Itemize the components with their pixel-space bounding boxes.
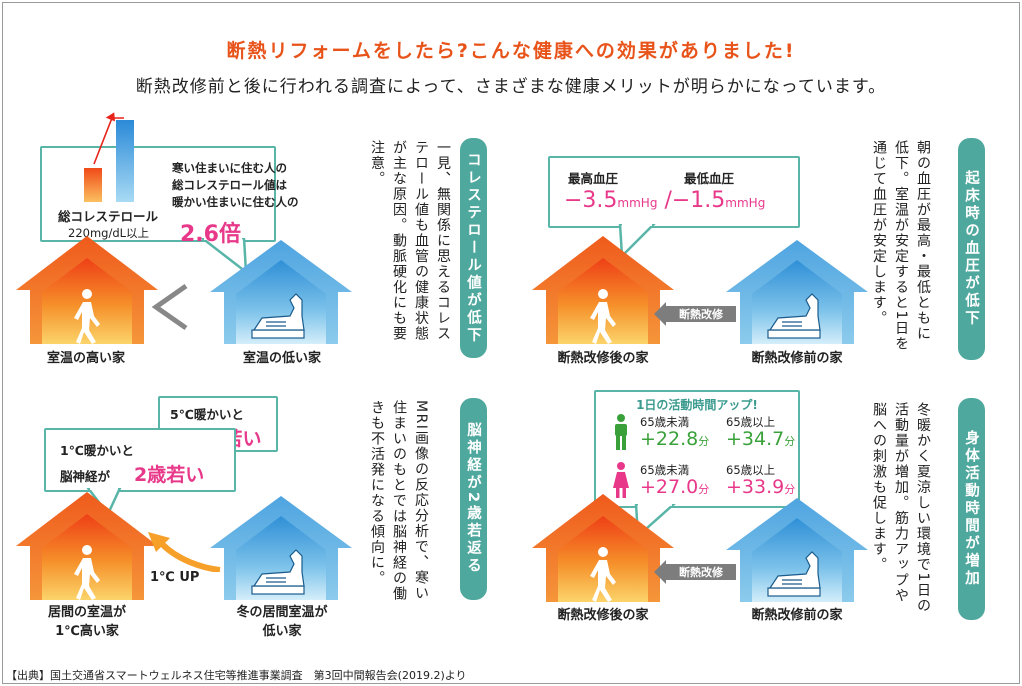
brain-bubble2-line1: 5℃暖かいと [170,407,244,422]
male-under-value-group: +22.8分 [640,428,709,450]
female-over-unit: 分 [784,483,796,496]
female-under-value: +27.0 [640,476,699,498]
sitting-person-icon [251,293,305,339]
walking-person-icon [590,289,616,344]
sitting-person-icon [251,549,305,595]
male-over-label: 65歳以上 [726,415,776,429]
activity-description: 冬暖かく夏涼しい環境で1日の活動量が増加。筋力アップや脳への刺激も促します。 [871,402,931,614]
temperature-up-arrow [144,530,224,576]
house-warm-1 [12,232,162,344]
brain-bubble1-value: 2歳若い [134,464,205,486]
house-after-1 [528,232,678,344]
cholesterol-bubble [40,146,276,274]
bp-unit-max: mmHg [617,196,658,210]
cholesterol-value: 2.6倍 [180,222,241,247]
renovation-arrow-1: 断熱改修 [654,302,736,330]
brain-description: MRI画像の反応分析で、寒い住まいのもとでは脳神経の働きも不活発になる傾向に。 [369,400,429,602]
female-under-unit: 分 [698,483,710,496]
bp-unit-min: mmHg [725,196,766,210]
renovation-arrow-label-2: 断熱改修 [679,566,723,579]
chart-sublabel: 220mg/dL以上 [68,226,150,240]
house-after-2 [528,490,678,602]
cholesterol-bar-chart [78,112,148,202]
sitting-person-icon [767,293,821,339]
cholesterol-bubble-text: 寒い住まいに住む人の 総コレステロール値は 暖かい住まいに住む人の [172,161,299,209]
house-warm-label-2: 居間の室温が 1℃高い家 [47,605,126,639]
bp-values: −3.5mmHg /−1.5mmHg [564,188,765,213]
brain-bubble-1 [44,428,236,516]
male-under-unit: 分 [698,435,710,448]
male-under-label: 65歳未満 [640,415,690,429]
male-under-value: +22.8 [640,428,699,450]
sitting-person-icon [767,551,821,597]
page-subtitle: 断熱改修前と後に行われる調査によって、さまざまな健康メリットが明らかになっていま… [135,77,887,97]
temperature-up-label: 1℃ UP [150,570,200,585]
house-after-label-1: 断熱改修後の家 [557,351,649,366]
source-footer: 【出典】国土交通省スマートウェルネス住宅等推進事業調査 第3回中間報告会(201… [6,669,467,682]
page-title: 断熱リフォームをしたら?こんな健康への効果がありました! [226,40,796,62]
activity-bubble-title: 1日の活動時間アップ! [636,398,758,412]
house-cold-2 [206,494,356,600]
walking-person-icon [74,289,100,344]
renovation-arrow-label-1: 断熱改修 [679,308,723,321]
house-before-label-2: 断熱改修前の家 [751,608,843,623]
male-over-value: +34.7 [726,428,785,450]
activity-tag: 身体活動時間が増加 [958,398,985,620]
male-icon [612,414,630,454]
bp-description: 朝の血圧が最高・最低ともに低下。室温が安定すると1日を通じて血圧が安定します。 [871,140,931,352]
female-over-value-group: +33.9分 [726,476,795,498]
activity-bubble [594,390,800,538]
male-over-value-group: +34.7分 [726,428,795,450]
house-warm-label-1: 室温の高い家 [46,351,125,366]
house-before-2 [722,496,872,602]
bp-tag: 起床時の血圧が低下 [958,138,985,360]
female-over-label: 65歳以上 [726,463,776,477]
house-before-label-1: 断熱改修前の家 [751,351,843,366]
bp-value-max: −3.5 [564,188,618,213]
female-under-value-group: +27.0分 [640,476,709,498]
house-cold-label-1: 室温の低い家 [242,351,321,366]
walking-person-icon [74,545,100,600]
bp-label-max: 最高血圧 [568,171,619,186]
cholesterol-tag: コレステロール値が低下 [460,138,487,358]
chart-bar-cold [116,120,134,202]
house-cold-label-2: 冬の居間室温が 低い家 [236,605,328,639]
house-after-label-2: 断熱改修後の家 [557,608,649,623]
renovation-arrow-2: 断熱改修 [654,560,736,588]
bp-value-min: /−1.5 [664,188,726,213]
female-icon [612,462,630,502]
chart-bar-warm [84,168,102,202]
female-over-value: +33.9 [726,476,785,498]
bp-label-min: 最低血圧 [684,171,735,186]
house-cold-1 [206,238,356,344]
brain-bubble1-line1: 1℃暖かいと [60,443,134,458]
cholesterol-description: 一見、無関係に思えるコレステロール値も血管の健康状態が主な原因。動脈硬化にも要注… [369,140,451,342]
compare-symbol [150,282,190,342]
house-warm-2 [12,488,162,600]
male-over-unit: 分 [784,435,796,448]
brain-tag: 脳神経が2歳若返る [460,398,487,600]
chart-label: 総コレステロール [58,209,159,224]
house-before-1 [722,238,872,344]
brain-bubble1-line2: 脳神経が [60,469,111,484]
walking-person-icon [590,547,616,602]
blood-pressure-bubble [548,156,800,258]
female-under-label: 65歳未満 [640,463,690,477]
